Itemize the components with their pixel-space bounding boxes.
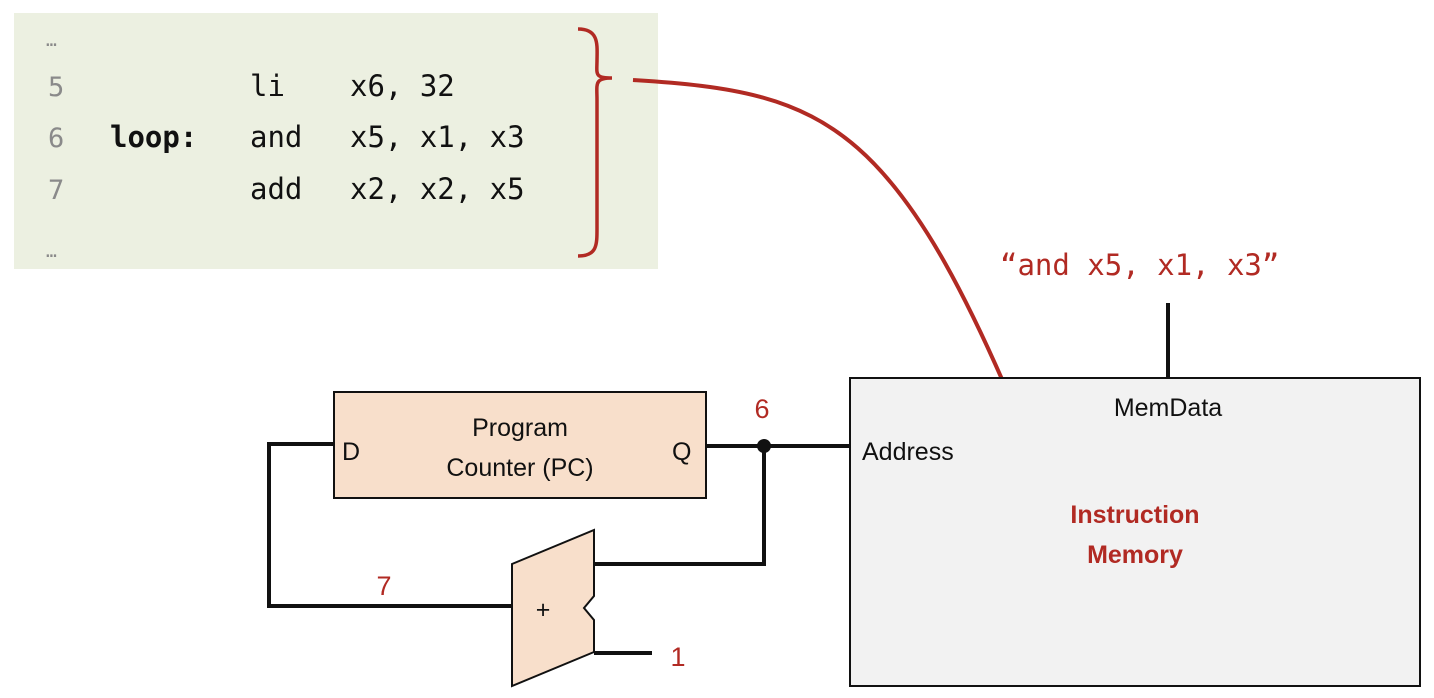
code-panel-background	[14, 13, 658, 269]
adder: +	[511, 528, 595, 688]
program-counter-box	[333, 391, 707, 499]
code-args: x6, 32	[350, 69, 455, 103]
pc-q-port-label: Q	[672, 438, 691, 466]
line-number: 5	[48, 72, 64, 103]
code-args: x5, x1, x3	[350, 120, 525, 154]
code-op: and	[250, 120, 302, 154]
address-port-label: Address	[862, 438, 954, 466]
instruction-memory-title-line2: Memory	[1087, 541, 1183, 569]
line-number: 6	[48, 123, 64, 154]
pc-d-port-label: D	[342, 438, 360, 466]
instruction-memory: MemData Address Instruction Memory	[849, 377, 1421, 687]
code-ellipsis-top: …	[46, 30, 57, 51]
pc-output-value: 6	[754, 394, 769, 424]
adder-shape	[511, 528, 595, 688]
adder-constant-value: 1	[670, 642, 685, 672]
instruction-memory-title-line1: Instruction	[1070, 501, 1199, 529]
adder-to-pc-wire	[267, 442, 512, 608]
code-args: x2, x2, x5	[350, 172, 525, 206]
code-label: loop:	[110, 120, 197, 154]
line-number: 7	[48, 175, 64, 206]
pc-title-line1: Program	[472, 414, 568, 442]
memdata-port-label: MemData	[1114, 394, 1222, 422]
adder-plus-symbol: +	[536, 596, 551, 624]
code-op: li	[250, 69, 285, 103]
program-counter: Program Counter (PC) D Q	[333, 391, 707, 499]
fetched-instruction: “and x5, x1, x3”	[1000, 248, 1279, 282]
code-ellipsis-bottom: …	[46, 241, 57, 262]
instruction-memory-box	[849, 377, 1421, 687]
curly-brace	[577, 27, 613, 258]
pc-feedback-wire	[594, 446, 766, 566]
pc-title-line2: Counter (PC)	[446, 454, 593, 482]
code-op: add	[250, 172, 302, 206]
code-listing: … 5 li x6, 32 6 loop: and x5, x1, x3 7 a…	[14, 13, 658, 269]
fetch-arrow	[632, 78, 1048, 476]
pc-next-value: 7	[376, 571, 391, 601]
